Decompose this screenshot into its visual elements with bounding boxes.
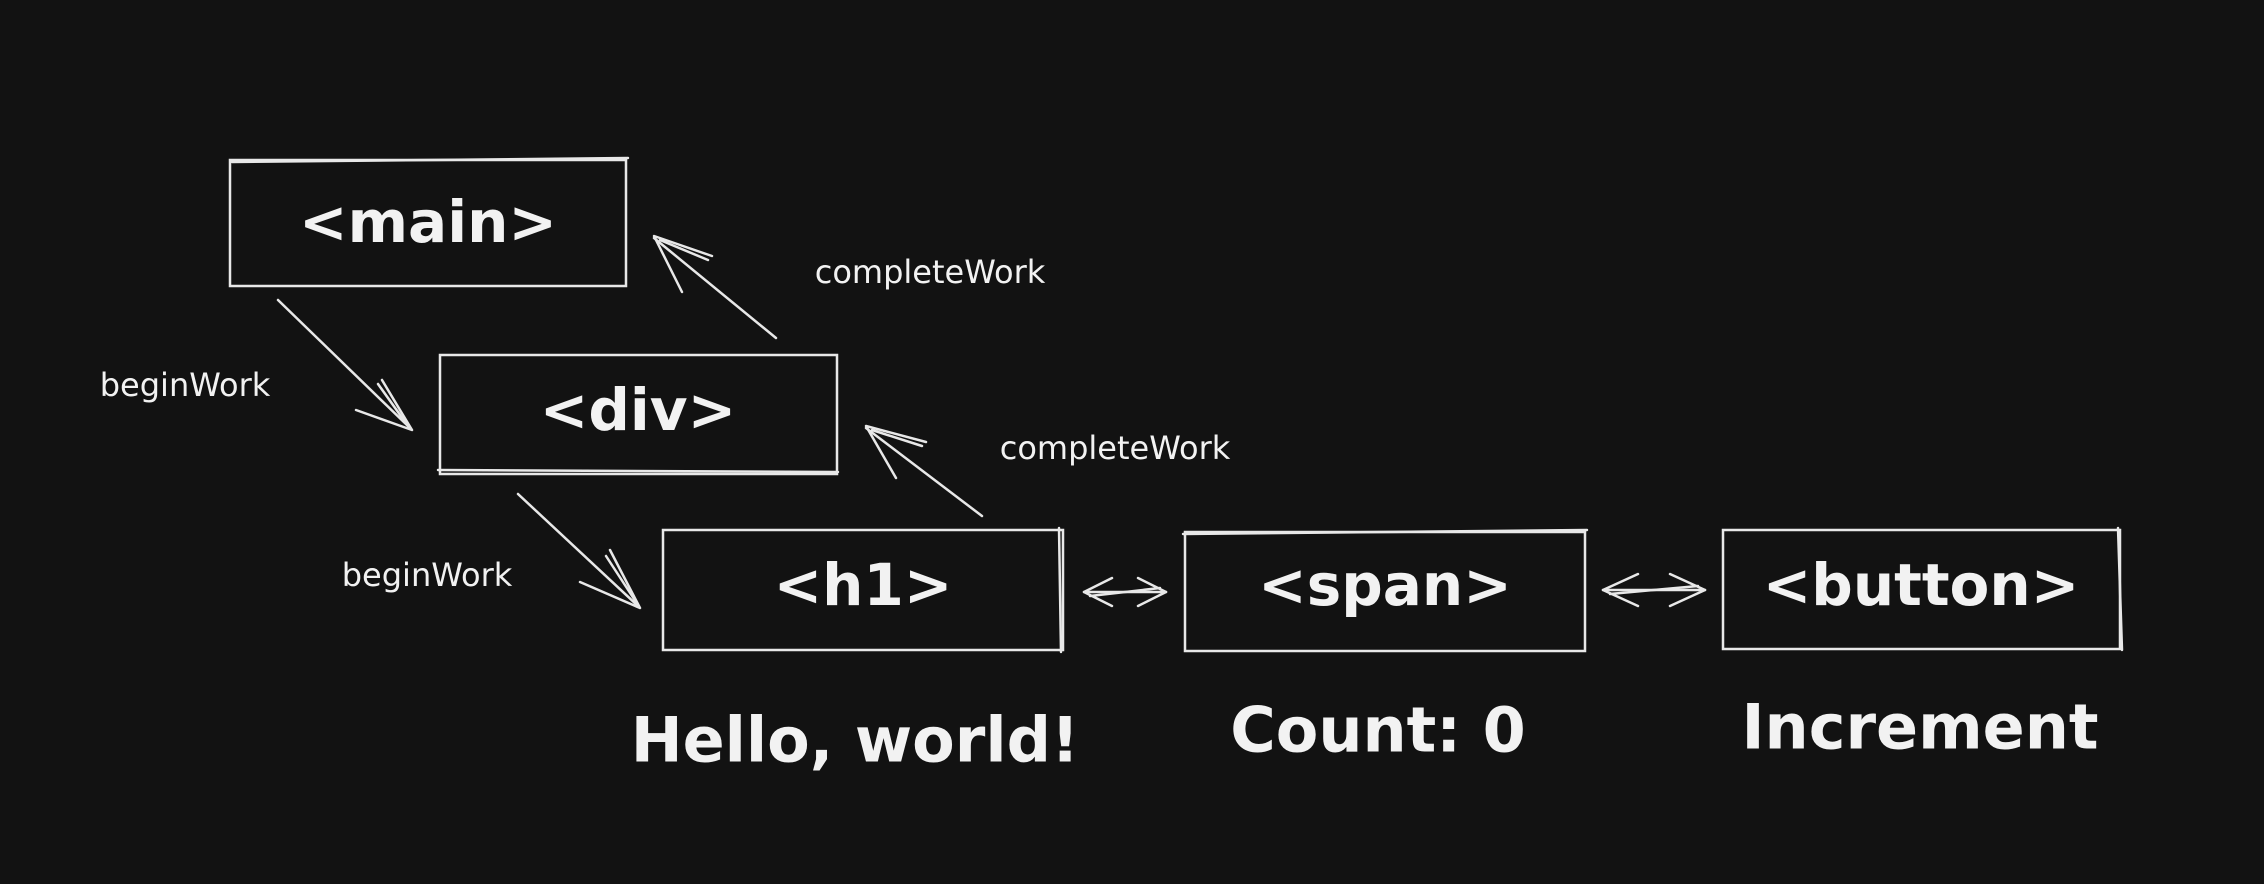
arrow-head-left: [1082, 576, 1114, 608]
arrow-shaft: [276, 298, 412, 430]
arrow-shaft: [652, 236, 778, 340]
node-div-sketch-line: [436, 468, 840, 474]
node-button-label: <button>: [1763, 551, 2080, 619]
arrow-begin-work-div-to-h1: [516, 492, 642, 610]
arrow-head-right: [1136, 576, 1168, 608]
edge-label-complete-work-1: completeWork: [815, 253, 1046, 291]
arrow-shaft-sketch: [1608, 584, 1700, 596]
node-span-label: <span>: [1258, 551, 1512, 619]
node-h1-label: <h1>: [774, 551, 953, 619]
node-span-sketch-line: [1181, 528, 1589, 536]
node-main: <main>: [228, 156, 630, 288]
node-h1-sketch-line: [1057, 526, 1063, 654]
arrow-head-sketch: [376, 382, 410, 428]
node-button-sketch-line: [2116, 526, 2124, 652]
arrow-head-sketch: [658, 238, 710, 262]
arrow-sibling-h1-span: [1082, 576, 1168, 608]
node-div-box: [438, 353, 839, 476]
node-div: <div>: [436, 353, 840, 476]
node-h1: <h1>: [661, 526, 1065, 654]
arrow-shaft-sketch: [1088, 586, 1162, 598]
node-button: <button>: [1721, 526, 2124, 652]
arrow-complete-work-div-to-main: [652, 234, 778, 340]
content-button-text: Increment: [1741, 691, 2098, 764]
content-h1-text: Hello, world!: [631, 704, 1080, 777]
arrow-begin-work-main-to-div: [276, 298, 414, 432]
node-div-label: <div>: [540, 376, 736, 444]
content-span-text: Count: 0: [1230, 694, 1526, 767]
edge-label-begin-work-1: beginWork: [100, 366, 271, 404]
arrow-head-sketch: [604, 554, 638, 604]
arrow-head: [652, 234, 714, 294]
arrow-shaft: [864, 426, 984, 518]
arrow-head: [578, 548, 642, 610]
node-main-label: <main>: [299, 188, 557, 256]
edge-label-complete-work-2: completeWork: [1000, 429, 1231, 467]
arrow-head-right: [1668, 572, 1707, 608]
arrow-head-left: [1601, 572, 1640, 608]
arrow-head: [864, 424, 928, 480]
arrow-complete-work-h1-to-div: [864, 424, 984, 518]
node-main-sketch-line: [230, 156, 630, 164]
arrow-sibling-span-button: [1601, 572, 1707, 608]
node-h1-box: [661, 528, 1065, 652]
node-span: <span>: [1181, 528, 1589, 653]
arrow-shaft: [516, 492, 640, 608]
edge-label-begin-work-2: beginWork: [342, 556, 513, 594]
arrow-head-sketch: [870, 428, 924, 448]
arrow-head: [354, 378, 414, 432]
